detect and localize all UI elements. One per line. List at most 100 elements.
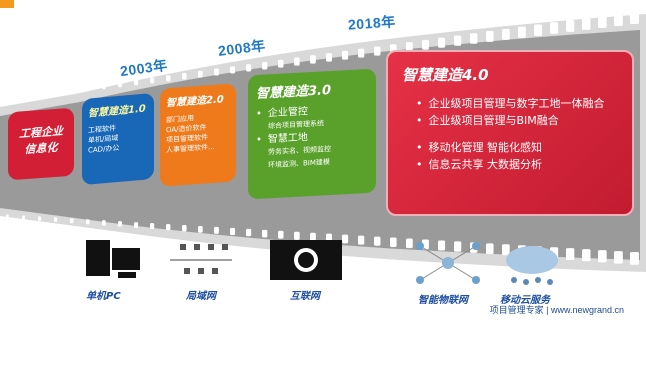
icon-label: 智能物联网 [418, 295, 468, 306]
sprocket-hole [86, 86, 90, 92]
sprocket-hole [550, 22, 559, 34]
sprocket-hole [630, 11, 639, 24]
icon-label: 单机PC [86, 291, 121, 302]
sprocket-hole [38, 92, 42, 98]
sprocket-hole [438, 37, 446, 48]
sprocket-hole [294, 57, 300, 66]
sprocket-hole [182, 72, 187, 80]
sprocket-hole [502, 28, 510, 40]
sprocket-hole [310, 55, 316, 64]
sprocket-hole [422, 39, 429, 50]
card-line: 移动化管理 智能化感知 [416, 139, 618, 156]
sprocket-hole [22, 94, 26, 100]
sprocket-hole [230, 66, 236, 74]
icon-label: 互联网 [290, 291, 320, 302]
sprocket-hole [518, 26, 526, 38]
sprocket-hole [566, 20, 575, 32]
sprocket-hole [278, 59, 284, 68]
card-title: 智慧建造2.0 [166, 94, 224, 110]
corner-accent [0, 0, 14, 8]
sprocket-hole [166, 224, 171, 231]
sprocket-hole [70, 218, 74, 224]
sprocket-hole [6, 97, 9, 102]
sprocket-hole [54, 217, 58, 223]
sprocket-hole [86, 219, 90, 225]
sprocket-hole [406, 238, 413, 249]
card-smart-2: 智慧建造2.0 部门应用 OA/造价软件 项目管理软件 人事管理软件... [160, 83, 236, 187]
sprocket-hole [454, 241, 462, 252]
sprocket-hole [630, 252, 639, 265]
sprocket-hole [262, 61, 268, 70]
sprocket-hole [534, 24, 543, 36]
sprocket-hole [246, 228, 252, 237]
sprocket-hole [406, 42, 413, 52]
sprocket-hole [150, 223, 155, 230]
sprocket-hole [374, 46, 381, 56]
sprocket-hole [134, 222, 139, 228]
sprocket-hole [326, 53, 332, 62]
sprocket-hole [486, 243, 494, 255]
sprocket-hole [22, 215, 26, 220]
sprocket-hole [166, 75, 171, 82]
card-smart-1: 智慧建造1.0 工程软件 单机/局域 CAD/办公 [82, 92, 154, 186]
card-line: 企业级项目管理与数字工地一体融合 [416, 95, 618, 112]
sprocket-hole [118, 81, 122, 88]
sprocket-hole [582, 249, 591, 262]
sprocket-hole [6, 214, 9, 219]
mobile-cloud-icon [500, 242, 564, 288]
sprocket-hole [198, 225, 203, 233]
lan-icon [170, 240, 232, 280]
single-pc-icon [82, 238, 144, 282]
sprocket-hole [134, 79, 139, 86]
sprocket-hole [294, 231, 300, 240]
sprocket-hole [598, 15, 607, 28]
sprocket-hole [502, 244, 510, 256]
sprocket-hole [358, 235, 365, 245]
sprocket-hole [390, 237, 397, 247]
sprocket-hole [102, 220, 106, 226]
icon-label: 移动云服务 [500, 295, 550, 306]
year-2018: 2018年 [347, 13, 397, 33]
sprocket-hole [182, 224, 187, 232]
sprocket-hole [582, 17, 591, 30]
sprocket-hole [214, 68, 219, 76]
card-enterprise-info: 工程企业 信息化 [8, 107, 74, 181]
sprocket-hole [150, 77, 155, 84]
sprocket-hole [70, 88, 74, 94]
sprocket-hole [102, 83, 106, 90]
sprocket-hole [566, 248, 575, 261]
card-title: 智慧建造4.0 [402, 66, 489, 84]
iot-icon [410, 238, 486, 288]
card-line: 企业级项目管理与BIM融合 [416, 112, 618, 129]
card-title: 工程企业 信息化 [19, 124, 63, 157]
card-title: 智慧建造1.0 [88, 103, 146, 120]
sprocket-hole [454, 35, 462, 46]
sprocket-hole [374, 236, 381, 246]
sprocket-hole [278, 230, 284, 239]
internet-icon [268, 238, 344, 282]
sprocket-hole [358, 48, 365, 58]
sprocket-hole [214, 226, 219, 234]
sprocket-hole [438, 240, 446, 251]
card-smart-3: 智慧建造3.0 企业管控 综合项目管理系统 智慧工地 劳务实名、视频监控 环境监… [248, 68, 376, 200]
card-smart-4: 智慧建造4.0 企业级项目管理与数字工地一体融合 企业级项目管理与BIM融合 移… [386, 50, 634, 216]
sprocket-hole [310, 232, 316, 242]
sprocket-hole [54, 90, 58, 96]
sprocket-hole [614, 13, 623, 26]
footer-brand: 项目管理专家 | www.newgrand.cn [489, 305, 624, 315]
sprocket-hole [598, 250, 607, 263]
sprocket-hole [198, 70, 203, 78]
card-title: 智慧建造3.0 [256, 83, 332, 102]
sprocket-hole [246, 64, 252, 72]
sprocket-hole [38, 216, 42, 221]
sprocket-hole [470, 33, 478, 44]
sprocket-hole [342, 50, 349, 60]
sprocket-hole [230, 227, 236, 236]
sprocket-hole [118, 221, 122, 227]
card-line: 信息云共享 大数据分析 [416, 156, 618, 173]
sprocket-hole [342, 234, 349, 244]
sprocket-hole [486, 31, 494, 42]
sprocket-hole [614, 251, 623, 264]
icon-label: 局域网 [186, 291, 216, 302]
